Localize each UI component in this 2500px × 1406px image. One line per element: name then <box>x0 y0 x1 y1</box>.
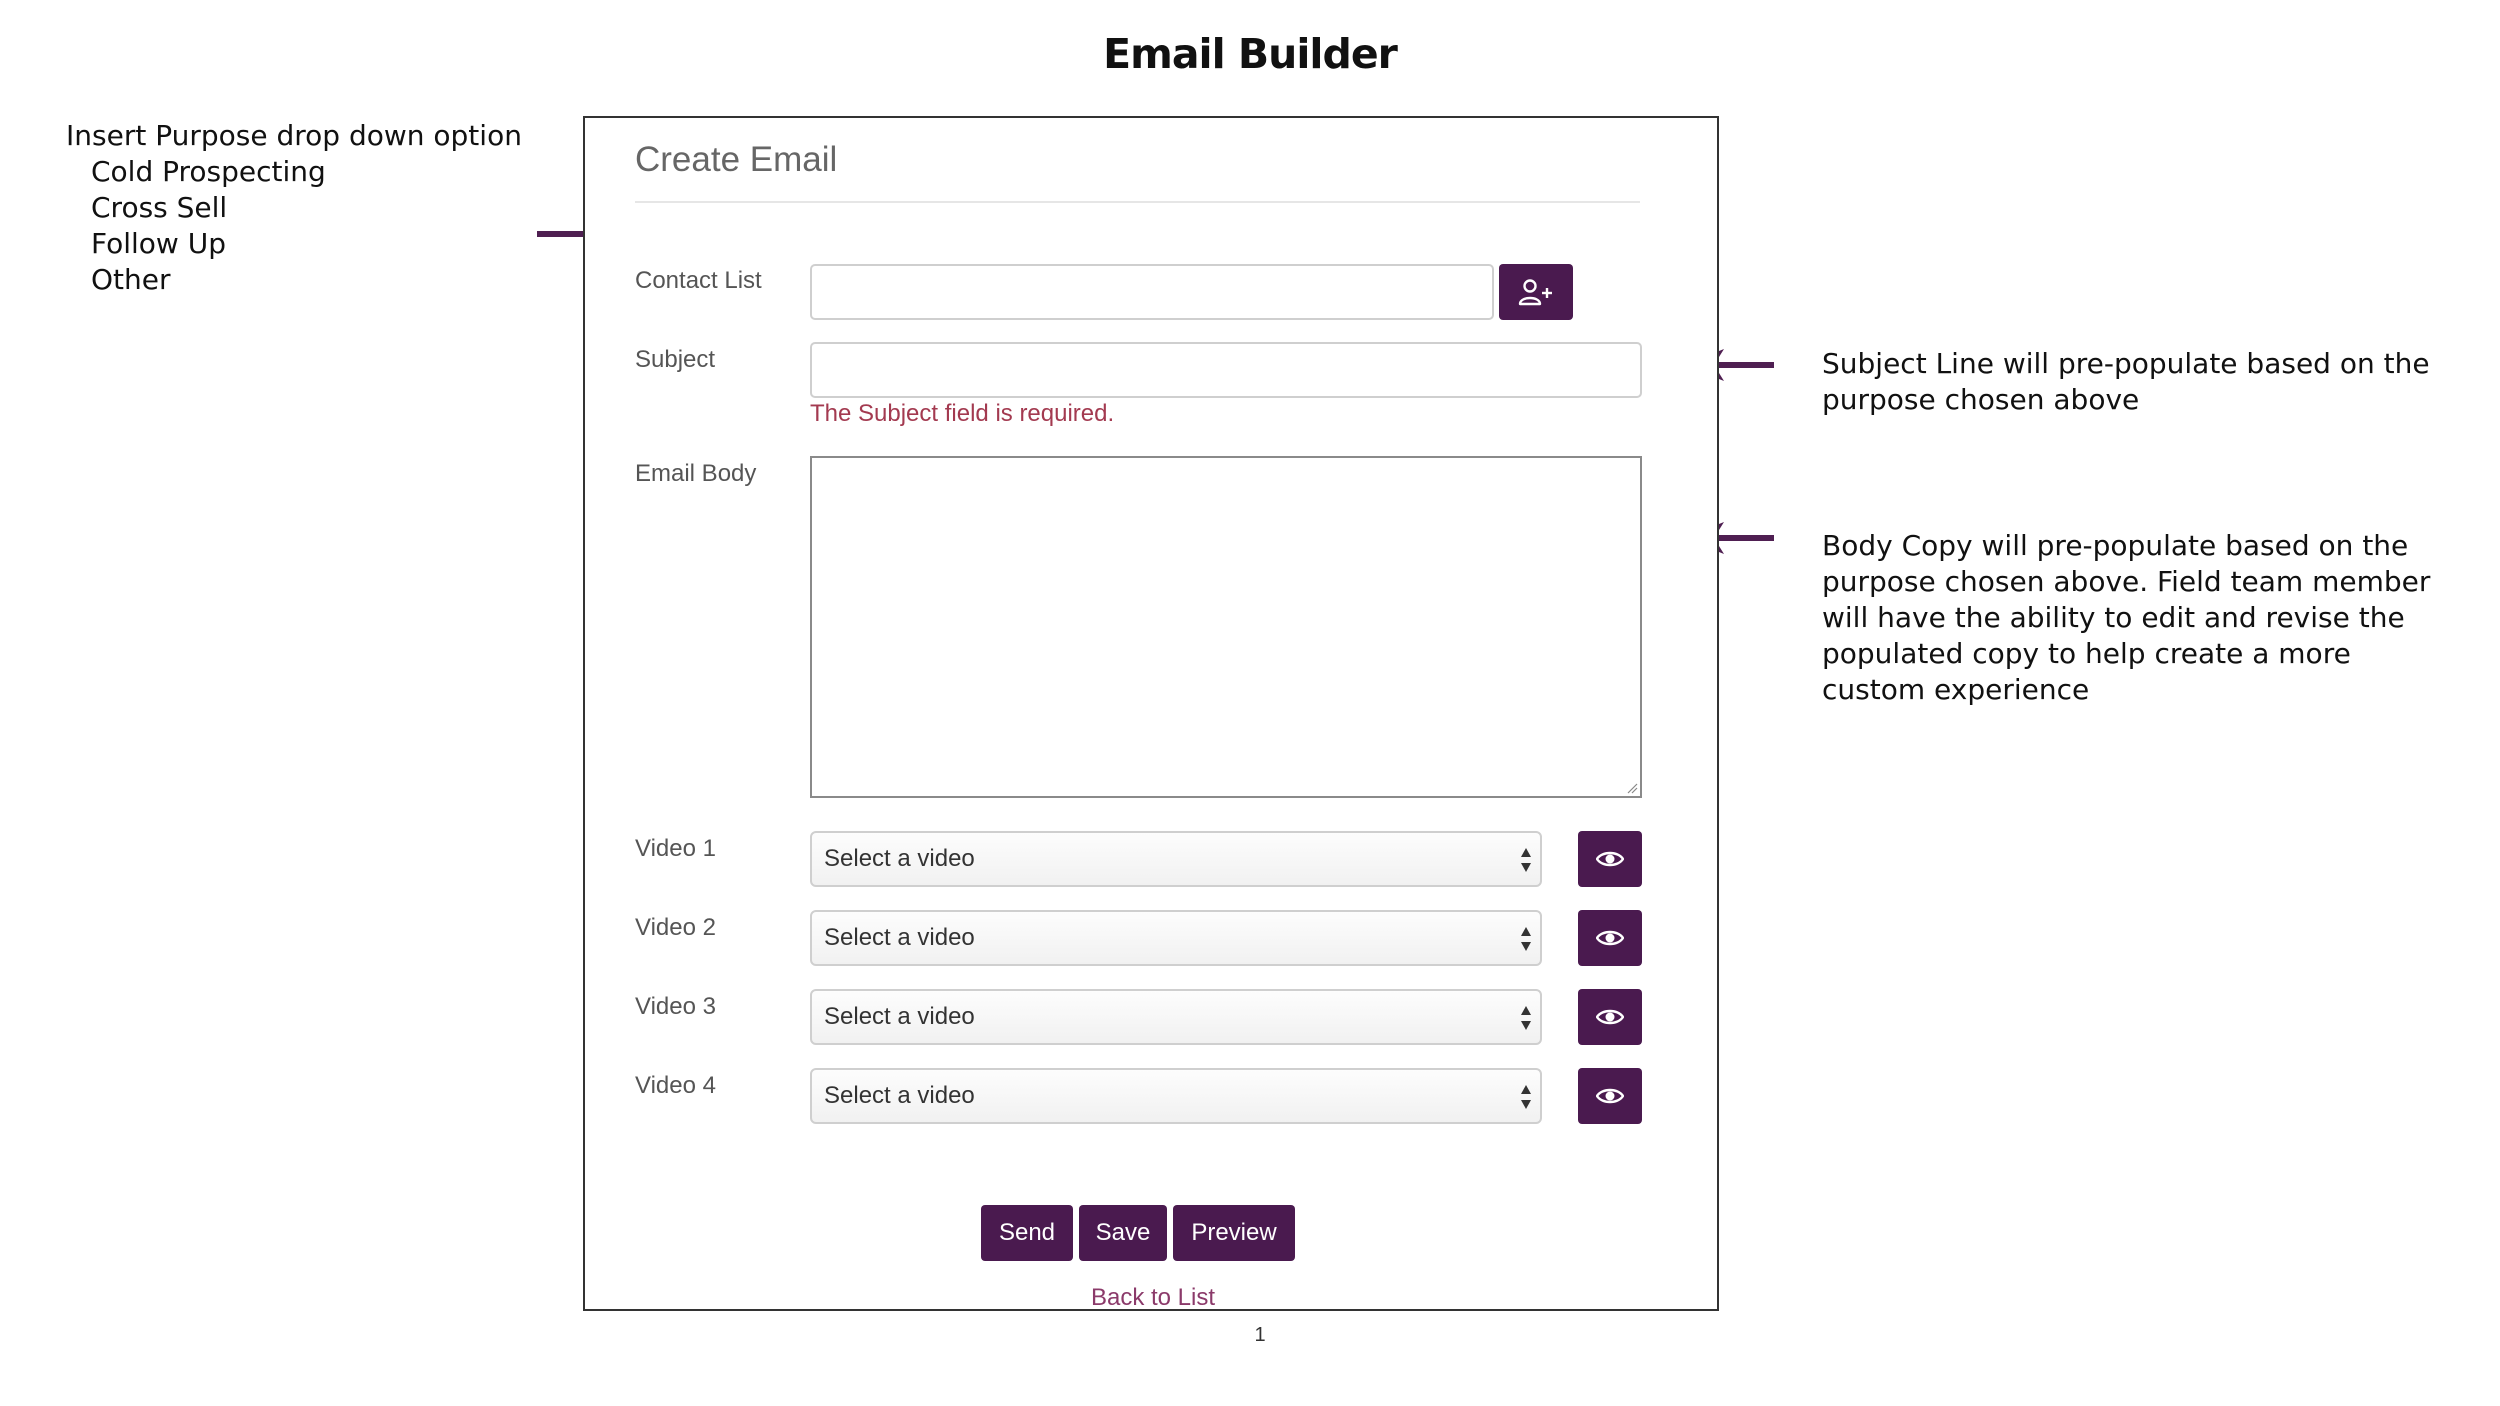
purpose-note: Insert Purpose drop down option Cold Pro… <box>66 118 522 298</box>
save-button[interactable]: Save <box>1079 1205 1167 1261</box>
page-title: Email Builder <box>1103 30 1398 78</box>
contact-list-label: Contact List <box>635 267 762 294</box>
eye-icon <box>1596 1009 1624 1025</box>
video-1-label: Video 1 <box>635 835 716 862</box>
preview-video-3-button[interactable] <box>1578 989 1642 1045</box>
divider <box>635 201 1640 203</box>
preview-video-2-button[interactable] <box>1578 910 1642 966</box>
eye-icon <box>1596 930 1624 946</box>
subject-input[interactable] <box>810 342 1642 398</box>
video-4-selected-value: Select a video <box>824 1082 975 1109</box>
eye-icon <box>1596 1088 1624 1104</box>
video-1-selected-value: Select a video <box>824 845 975 872</box>
add-contact-button[interactable] <box>1499 264 1573 320</box>
subject-error-message: The Subject field is required. <box>810 400 1115 427</box>
contact-list-input[interactable] <box>810 264 1494 320</box>
video-4-label: Video 4 <box>635 1072 716 1099</box>
video-3-selected-value: Select a video <box>824 1003 975 1030</box>
email-body-label: Email Body <box>635 460 757 487</box>
purpose-note-heading: Insert Purpose drop down option <box>66 119 522 152</box>
add-user-icon <box>1518 279 1552 306</box>
video-3-label: Video 3 <box>635 993 716 1020</box>
resize-handle-icon[interactable] <box>1626 782 1638 794</box>
purpose-option-other: Other <box>91 263 171 296</box>
subject-note: Subject Line will pre-populate based on … <box>1822 347 2430 416</box>
select-arrows-icon <box>1521 927 1531 951</box>
purpose-option-follow-up: Follow Up <box>91 227 226 260</box>
preview-video-1-button[interactable] <box>1578 831 1642 887</box>
video-2-selected-value: Select a video <box>824 924 975 951</box>
email-body-textarea[interactable] <box>810 456 1642 798</box>
page-number: 1 <box>1254 1324 1266 1346</box>
video-4-select[interactable]: Select a video <box>810 1068 1542 1124</box>
video-3-select[interactable]: Select a video <box>810 989 1542 1045</box>
select-arrows-icon <box>1521 848 1531 872</box>
preview-video-4-button[interactable] <box>1578 1068 1642 1124</box>
subject-label: Subject <box>635 346 716 373</box>
purpose-option-cold-prospecting: Cold Prospecting <box>91 155 326 188</box>
video-2-select[interactable]: Select a video <box>810 910 1542 966</box>
select-arrows-icon <box>1521 1085 1531 1109</box>
select-arrows-icon <box>1521 1006 1531 1030</box>
form-title: Create Email <box>635 140 838 179</box>
back-to-list-link[interactable]: Back to List <box>1090 1284 1216 1311</box>
video-1-select[interactable]: Select a video <box>810 831 1542 887</box>
video-2-label: Video 2 <box>635 914 716 941</box>
eye-icon <box>1596 851 1624 867</box>
preview-button[interactable]: Preview <box>1173 1205 1295 1261</box>
create-email-form: Create Email Contact List Subject The Su… <box>583 116 1719 1311</box>
body-note: Body Copy will pre-populate based on the… <box>1822 529 2431 706</box>
send-button[interactable]: Send <box>981 1205 1073 1261</box>
purpose-option-cross-sell: Cross Sell <box>91 191 228 224</box>
